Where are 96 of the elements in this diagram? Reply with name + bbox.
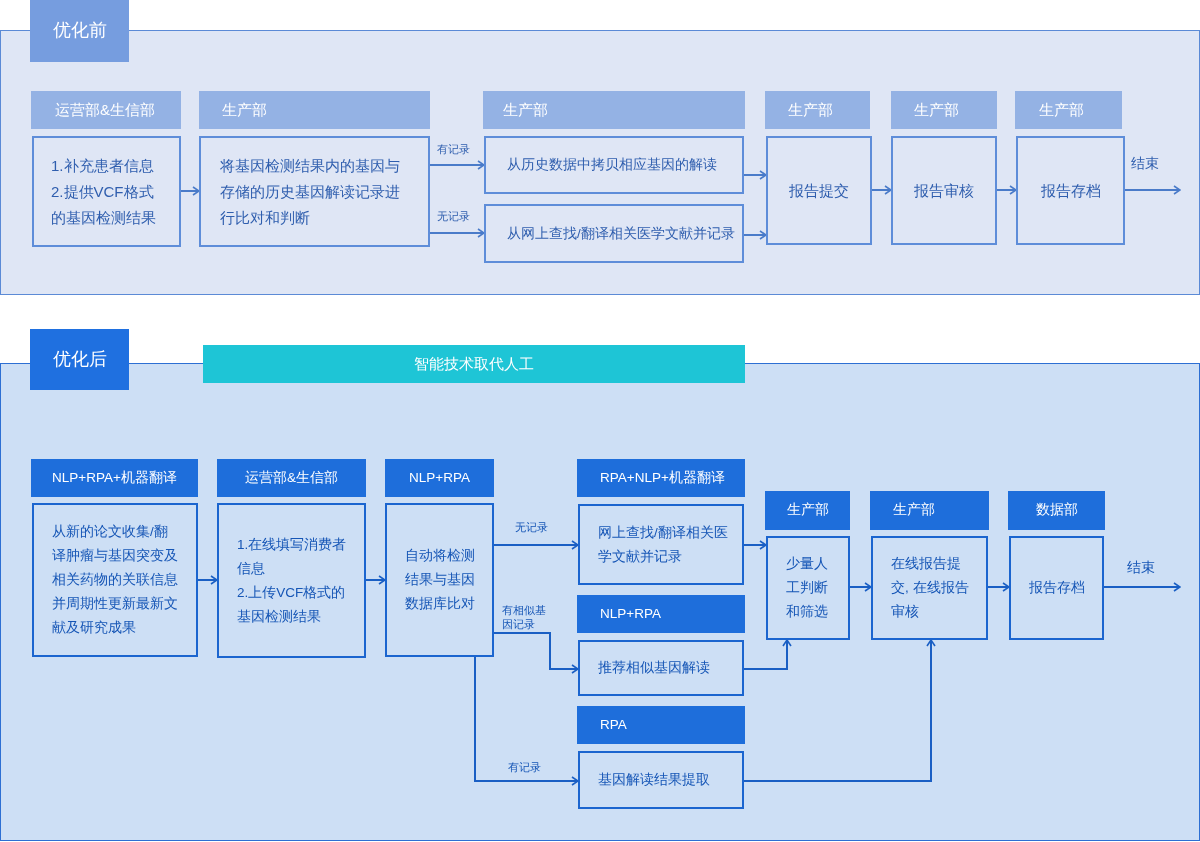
- edge-label: 有相似基因记录: [501, 603, 549, 631]
- arrow: [743, 639, 936, 782]
- step-header-bar: [870, 491, 989, 530]
- arrow: [493, 632, 579, 674]
- header-text: NLP+RPA: [600, 605, 661, 623]
- process-text: 在线报告提交, 在线报告审核: [891, 555, 970, 621]
- process-text: 自动将检测结果与基因数据库比对: [405, 547, 476, 613]
- arrow: [743, 230, 767, 240]
- process-box: [766, 536, 850, 640]
- arrow: [743, 170, 767, 180]
- section-title: 优化后: [52, 348, 107, 371]
- step-header-bar: [577, 595, 745, 633]
- step-header-bar: [199, 91, 430, 129]
- arrow: [871, 185, 892, 195]
- arrow: [429, 228, 485, 238]
- process-box: [32, 503, 198, 657]
- arrow: [743, 639, 792, 670]
- process-box: [578, 504, 744, 585]
- header-text: 生产部: [788, 101, 833, 119]
- edge-label: 无记录: [436, 209, 471, 223]
- edge-label: 有记录: [507, 760, 542, 774]
- step-header-bar: [577, 459, 745, 497]
- arrow: [849, 582, 872, 592]
- process-text: 从网上查找/翻译相关医学文献并记录: [507, 224, 736, 243]
- process-text: 推荐相似基因解读: [598, 659, 711, 677]
- list-item-text: 2.提供VCF格式的基因检测结果: [51, 181, 157, 228]
- header-text: 数据部: [1035, 502, 1078, 519]
- header-text: NLP+RPA: [409, 469, 470, 487]
- process-box: [217, 503, 366, 658]
- section-tab: [30, 329, 129, 390]
- process-box: [1016, 136, 1125, 245]
- arrow: [180, 186, 200, 196]
- step-header-bar: [217, 459, 366, 497]
- section-tab: [30, 0, 129, 62]
- step-header-bar: [891, 91, 997, 129]
- header-text: 运营部&生信部: [245, 469, 338, 487]
- process-box: [766, 136, 872, 245]
- banner-bar: [203, 345, 745, 383]
- header-text: 运营部&生信部: [55, 101, 155, 119]
- list-item-text: 2.上传VCF格式的基因检测结果: [237, 583, 347, 626]
- arrow: [197, 575, 218, 585]
- step-header-bar: [483, 91, 745, 129]
- process-box: [871, 536, 988, 640]
- header-text: 生产部: [893, 502, 935, 519]
- step-header-bar: [31, 91, 181, 129]
- process-text: 从历史数据中拷贝相应基因的解读: [507, 156, 718, 174]
- banner-text: 智能技术取代人工: [414, 355, 534, 373]
- arrow: [743, 540, 767, 550]
- process-box: [199, 136, 430, 247]
- process-text: 将基因检测结果内的基因与存储的历史基因解读记录进行比对和判断: [220, 155, 401, 228]
- header-text: RPA+NLP+机器翻译: [600, 469, 725, 487]
- process-box: [578, 751, 744, 809]
- step-header-bar: [31, 459, 198, 497]
- process-text: 从新的论文收集/翻译肿瘤与基因突变及相关药物的关联信息并周期性更新最新文献及研究成果: [52, 523, 179, 637]
- step-header-bar: [1008, 491, 1105, 530]
- process-box: [891, 136, 997, 245]
- arrow: [987, 582, 1010, 592]
- header-text: 生产部: [786, 502, 829, 519]
- arrow: [996, 185, 1017, 195]
- process-text: 报告提交: [789, 180, 849, 201]
- list-item-text: 1.补充患者信息: [51, 155, 155, 176]
- step-header-bar: [1015, 91, 1122, 129]
- arrow: [1103, 582, 1181, 592]
- edge-label: 结束: [1130, 155, 1160, 172]
- process-box: [385, 503, 494, 657]
- arrow: [474, 656, 579, 786]
- edge-label: 无记录: [514, 520, 549, 534]
- header-text: 生产部: [222, 101, 267, 119]
- step-header-bar: [385, 459, 494, 497]
- arrow: [429, 160, 485, 170]
- edge-label: 有记录: [436, 142, 471, 156]
- header-text: 生产部: [914, 101, 959, 119]
- arrow: [1124, 185, 1181, 195]
- header-text: 生产部: [1039, 101, 1084, 119]
- arrow: [493, 540, 579, 550]
- header-text: NLP+RPA+机器翻译: [52, 469, 177, 487]
- process-box: [32, 136, 181, 247]
- step-header-bar: [765, 91, 870, 129]
- arrow: [365, 575, 386, 585]
- step-header-bar: [577, 706, 745, 744]
- process-text: 报告存档: [1040, 180, 1101, 201]
- process-text: 报告存档: [1028, 579, 1085, 597]
- process-text: 报告审核: [914, 180, 974, 201]
- process-box: [484, 204, 744, 263]
- list-item-text: 1.在线填写消费者信息: [237, 535, 348, 578]
- edge-label: 结束: [1126, 559, 1156, 576]
- header-text: RPA: [600, 716, 627, 734]
- header-text: 生产部: [503, 101, 548, 119]
- process-box: [484, 136, 744, 194]
- section-title: 优化前: [52, 20, 107, 42]
- process-text: 网上查找/翻译相关医学文献并记录: [598, 523, 729, 566]
- process-box: [578, 640, 744, 696]
- process-text: 少量人工判断和筛选: [786, 555, 829, 621]
- process-text: 基因解读结果提取: [598, 771, 711, 789]
- process-box: [1009, 536, 1104, 640]
- step-header-bar: [765, 491, 850, 530]
